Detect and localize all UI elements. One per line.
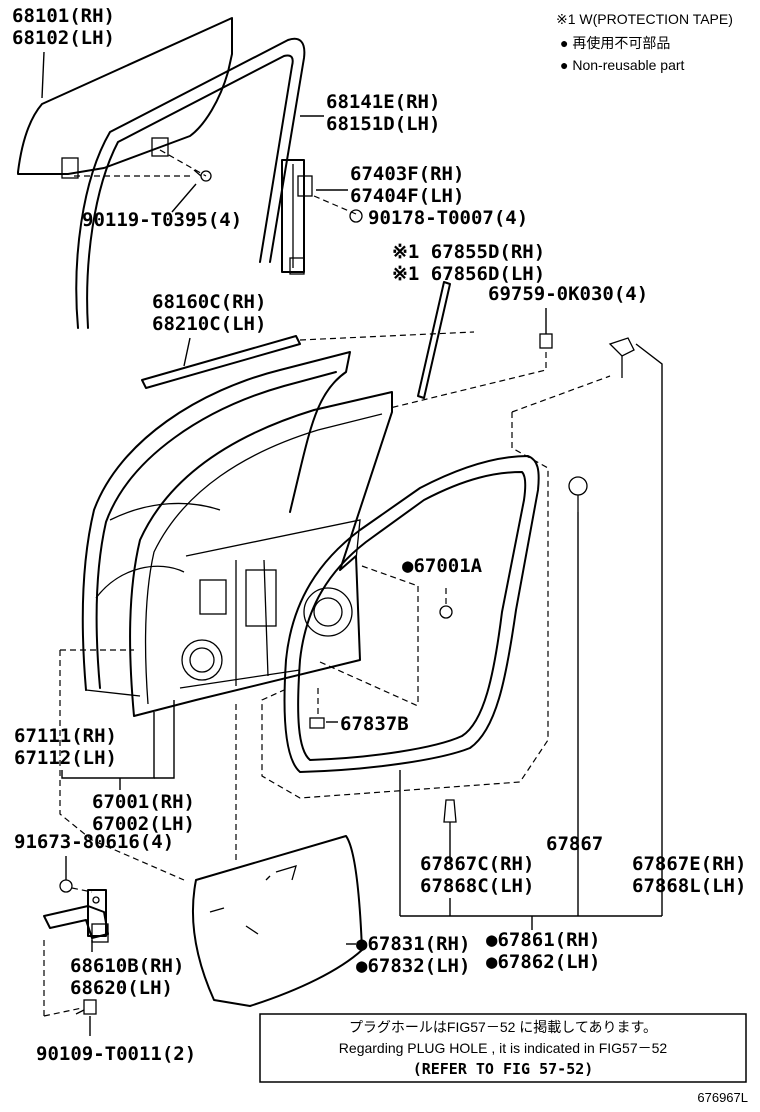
label-67403: 67403F(RH) bbox=[350, 163, 464, 185]
legend-nonreusable-jp: ● 再使用不可部品 bbox=[560, 35, 670, 51]
screw-90119-icon bbox=[193, 169, 212, 182]
clip-67837B-icon bbox=[309, 717, 325, 729]
note-line-jp: プラグホールはFIG57－52 に掲載してあります。 bbox=[349, 1019, 657, 1035]
division-bar-drawing bbox=[281, 159, 313, 275]
door-outer-panel-drawing bbox=[81, 351, 351, 697]
label-67861: ●67861(RH) bbox=[486, 929, 600, 951]
label-67862: ●67862(LH) bbox=[486, 951, 600, 973]
screw-90178-icon bbox=[349, 209, 363, 223]
label-68620: 68620(LH) bbox=[70, 977, 173, 999]
label-69759: 69759-0K030(4) bbox=[488, 283, 648, 305]
label-67111: 67111(RH) bbox=[14, 725, 117, 747]
belt-moulding-drawing bbox=[141, 335, 301, 389]
protection-tape-drawing bbox=[417, 281, 451, 399]
legend-nonreusable-en: ● Non-reusable part bbox=[560, 57, 685, 73]
glass-run-channel-drawing bbox=[75, 37, 306, 329]
clip-67867-icon bbox=[568, 476, 588, 512]
label-67867E: 67867E(RH) bbox=[632, 853, 746, 875]
label-67856: ※1 67856D(LH) bbox=[392, 263, 545, 285]
door-weatherstrip-drawing bbox=[283, 455, 540, 773]
bolt-67001A-icon bbox=[439, 605, 453, 619]
label-67868L: 67868L(LH) bbox=[632, 875, 746, 897]
service-hole-cover-drawing bbox=[191, 835, 363, 1007]
label-67404: 67404F(LH) bbox=[350, 185, 464, 207]
plug-hole-note-box: プラグホールはFIG57－52 に掲載してあります。 Regarding PLU… bbox=[259, 1013, 747, 1083]
label-91673: 91673-80616(4) bbox=[14, 831, 174, 853]
clip-67867E-icon bbox=[608, 337, 635, 378]
label-67832: ●67832(LH) bbox=[356, 955, 470, 977]
label-68102: 68102(LH) bbox=[12, 27, 115, 49]
label-90109: 90109-T0011(2) bbox=[36, 1043, 196, 1065]
clip-69759-icon bbox=[539, 333, 553, 349]
label-68101: 68101(RH) bbox=[12, 5, 115, 27]
label-68160: 68160C(RH) bbox=[152, 291, 266, 313]
bolt-90109-icon bbox=[75, 999, 97, 1015]
label-90119: 90119-T0395(4) bbox=[82, 209, 242, 231]
label-68151: 68151D(LH) bbox=[326, 113, 440, 135]
label-67867C: 67867C(RH) bbox=[420, 853, 534, 875]
label-68610B: 68610B(RH) bbox=[70, 955, 184, 977]
label-67001: 67001(RH) bbox=[92, 791, 195, 813]
legend-tape-note: ※1 W(PROTECTION TAPE) bbox=[556, 11, 733, 27]
label-67868C: 67868C(LH) bbox=[420, 875, 534, 897]
clip-67867C-icon bbox=[443, 799, 457, 830]
label-67831: ●67831(RH) bbox=[356, 933, 470, 955]
label-67867: 67867 bbox=[546, 833, 603, 855]
label-68141: 68141E(RH) bbox=[326, 91, 440, 113]
label-67855: ※1 67855D(RH) bbox=[392, 241, 545, 263]
door-inner-panel-drawing bbox=[129, 391, 393, 717]
note-line-ref: (REFER TO FIG 57-52) bbox=[413, 1060, 594, 1078]
label-90178: 90178-T0007(4) bbox=[368, 207, 528, 229]
label-67112: 67112(LH) bbox=[14, 747, 117, 769]
label-67001A: ●67001A bbox=[402, 555, 483, 577]
note-line-en: Regarding PLUG HOLE , it is indicated in… bbox=[339, 1040, 668, 1056]
door-hinge-drawing bbox=[43, 889, 109, 943]
label-68210: 68210C(LH) bbox=[152, 313, 266, 335]
label-67837B: 67837B bbox=[340, 713, 409, 735]
label-67002: 67002(LH) bbox=[92, 813, 195, 835]
figure-number: 676967L bbox=[697, 1090, 748, 1105]
bolt-91673-icon bbox=[59, 879, 73, 893]
